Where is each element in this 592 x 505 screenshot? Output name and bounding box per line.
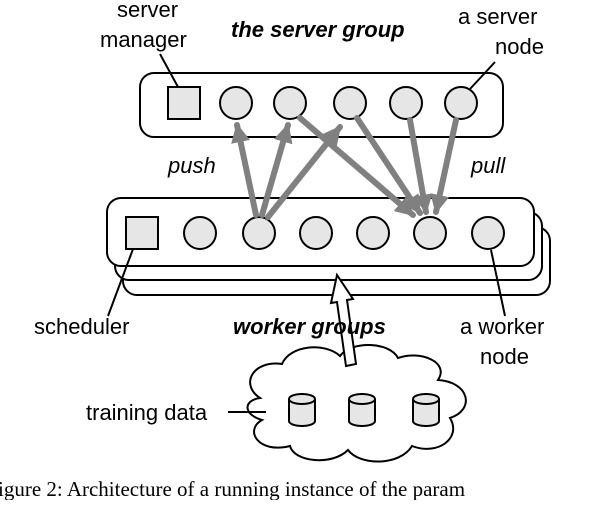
server-group-title: the server group xyxy=(231,17,405,42)
server-manager-label-line2: manager xyxy=(100,27,187,52)
worker-groups xyxy=(106,197,551,296)
server-node xyxy=(444,86,478,120)
training-data-label: training data xyxy=(86,400,208,425)
hollow-arrow xyxy=(329,272,358,368)
push-arrow xyxy=(231,122,259,218)
pull-arrow xyxy=(430,117,459,215)
worker-node xyxy=(183,216,217,250)
database-cylinder xyxy=(348,393,376,427)
worker-groups-title: worker groups xyxy=(233,314,386,339)
push-arrow xyxy=(259,122,293,218)
worker-node-label-line1: a worker xyxy=(460,314,544,339)
server-manager-square xyxy=(167,86,201,120)
server-group xyxy=(139,72,504,138)
server-node-label-line1: a server xyxy=(458,4,537,29)
training-data-cloud xyxy=(228,343,467,463)
push-label: push xyxy=(167,153,216,178)
server-node xyxy=(333,86,367,120)
worker-node-leader xyxy=(490,249,506,317)
worker-node xyxy=(356,216,390,250)
worker-node xyxy=(299,216,333,250)
server-node xyxy=(273,86,307,120)
pull-arrows xyxy=(297,115,459,218)
server-node xyxy=(389,86,423,120)
leader-lines xyxy=(107,53,506,317)
database-cylinder xyxy=(412,393,440,427)
server-manager-label-line1: server xyxy=(117,0,178,22)
pull-arrow xyxy=(297,115,416,218)
worker-node xyxy=(242,216,276,250)
pull-label: pull xyxy=(470,153,506,178)
server-node xyxy=(219,86,253,120)
scheduler-label: scheduler xyxy=(34,314,129,339)
server-node-label-line2: node xyxy=(495,34,544,59)
figure-caption: igure 2: Architecture of a running insta… xyxy=(0,477,465,500)
server-manager-leader xyxy=(159,53,179,88)
scheduler-leader xyxy=(107,248,134,317)
worker-node-label-line2: node xyxy=(480,344,529,369)
pull-arrow xyxy=(354,115,423,216)
worker-node xyxy=(413,216,447,250)
worker-node xyxy=(471,216,505,250)
server-node-leader xyxy=(469,61,496,90)
scheduler-square xyxy=(125,216,159,250)
data-feed-arrow xyxy=(329,272,358,368)
database-cylinder xyxy=(288,393,316,427)
pull-arrow xyxy=(407,117,433,215)
